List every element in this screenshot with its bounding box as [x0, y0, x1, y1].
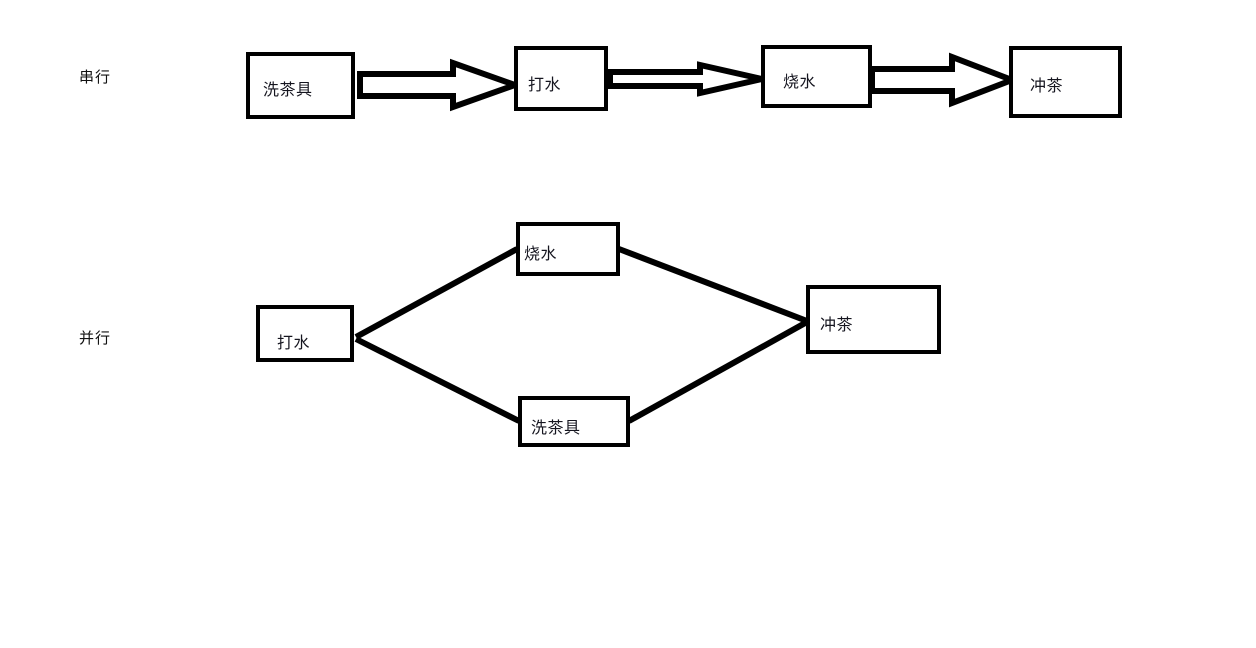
block-arrow-serial-0 — [357, 58, 524, 112]
node-label-serial-3: 冲茶 — [1030, 76, 1064, 95]
node-box-serial-2[interactable] — [761, 45, 872, 108]
row-label-parallel: 并行 — [79, 329, 112, 347]
node-box-serial-3[interactable] — [1009, 46, 1122, 118]
edge-parallel-2 — [617, 246, 809, 324]
block-arrow-serial-2 — [869, 52, 1021, 108]
edge-parallel-1 — [354, 336, 521, 424]
node-box-parallel-1[interactable] — [516, 222, 620, 276]
node-box-serial-1[interactable] — [514, 46, 608, 111]
node-box-parallel-2[interactable] — [518, 396, 630, 447]
block-arrow-serial-1 — [607, 61, 763, 97]
node-label-serial-1: 打水 — [528, 75, 562, 94]
node-label-parallel-0: 打水 — [277, 333, 311, 352]
node-label-parallel-3: 冲茶 — [820, 315, 854, 334]
node-box-parallel-0[interactable] — [256, 305, 354, 362]
edge-parallel-0 — [354, 246, 519, 340]
edge-parallel-3 — [627, 319, 809, 424]
node-label-parallel-2: 洗茶具 — [531, 418, 581, 437]
node-box-parallel-3[interactable] — [806, 285, 941, 354]
row-label-serial: 串行 — [79, 68, 112, 86]
node-label-serial-2: 烧水 — [783, 72, 817, 91]
node-label-parallel-1: 烧水 — [524, 244, 558, 263]
node-label-serial-0: 洗茶具 — [263, 80, 313, 99]
node-box-serial-0[interactable] — [246, 52, 355, 119]
